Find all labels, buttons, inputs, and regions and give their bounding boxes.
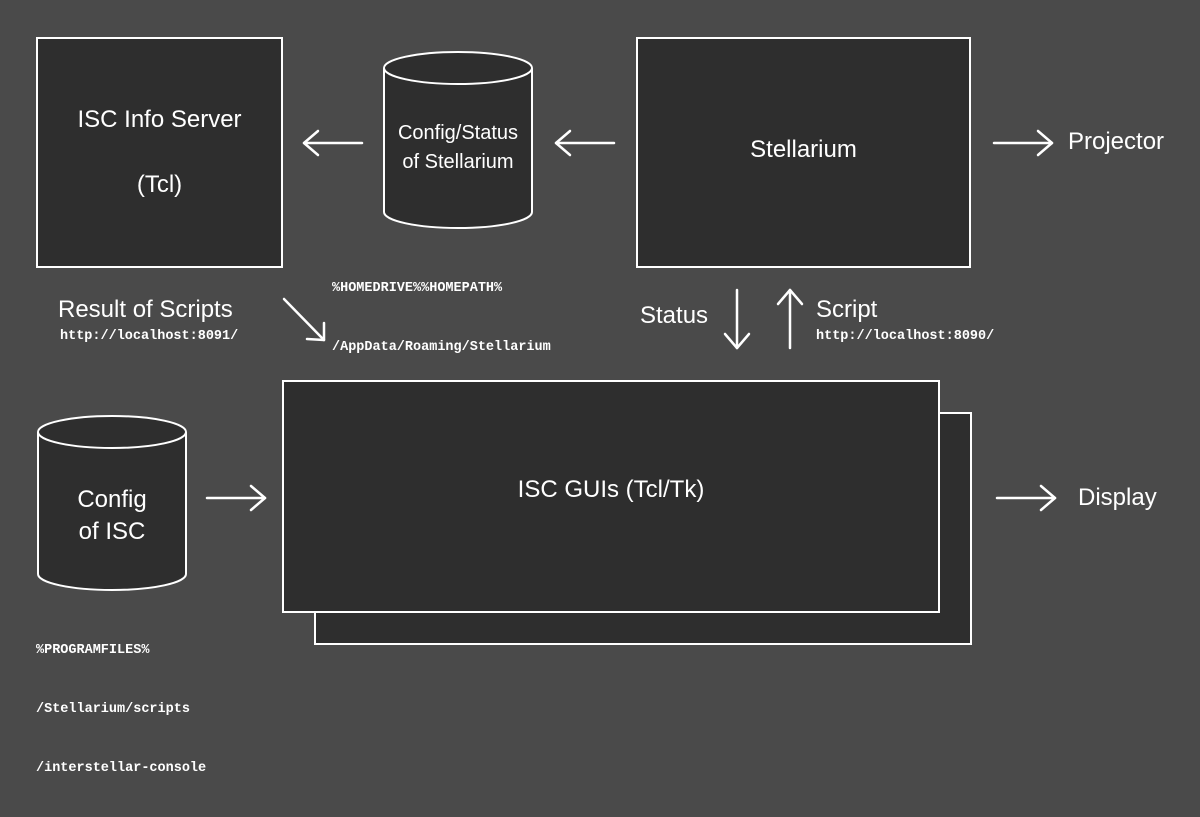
arrow-script-up (776, 288, 804, 350)
arrow-stellarium-to-config (554, 129, 616, 157)
diagram-canvas: ISC Info Server (Tcl) Stellarium ISC GUI… (36, 37, 1165, 776)
isc-guis-box: ISC GUIs (Tcl/Tk) (282, 380, 940, 613)
info-server-subtitle: (Tcl) (136, 170, 183, 198)
info-server-title: ISC Info Server (77, 105, 242, 133)
stellarium-config-path-line1: %HOMEDRIVE%%HOMEPATH% (332, 281, 503, 297)
info-server-label: ISC Info Server (Tcl) (77, 72, 241, 234)
config-status-cylinder (383, 51, 533, 229)
info-server-box: ISC Info Server (Tcl) (36, 37, 283, 268)
config-isc-label: Config of ISC (38, 474, 186, 558)
config-status-line1: Config/Status (397, 122, 519, 144)
script-url: http://localhost:8090/ (816, 329, 995, 344)
isc-config-path-line2: /Stellarium/scripts (36, 701, 190, 717)
arrow-result-diagonal (282, 297, 326, 342)
result-of-scripts-label: Result of Scripts (58, 296, 233, 323)
config-isc-cylinder (37, 415, 187, 591)
status-label: Status (640, 302, 709, 329)
arrow-status-down (723, 288, 751, 350)
result-url: http://localhost:8091/ (60, 329, 239, 344)
isc-config-path-line1: %PROGRAMFILES% (36, 643, 150, 659)
stellarium-label: Stellarium (750, 136, 857, 164)
config-status-label: Config/Status of Stellarium (384, 108, 532, 188)
projector-label: Projector (1068, 128, 1165, 155)
script-label: Script (816, 296, 878, 323)
arrow-config-to-infoserver (302, 129, 364, 157)
diagram-shapes (37, 51, 1057, 591)
config-isc-line2: of ISC (78, 518, 146, 545)
isc-guis-label: ISC GUIs (Tcl/Tk) (517, 476, 705, 504)
arrow-to-display (995, 484, 1057, 512)
stellarium-config-path: %HOMEDRIVE%%HOMEPATH% /AppData/Roaming/S… (332, 240, 551, 397)
config-status-line2: of Stellarium (402, 151, 514, 173)
display-label: Display (1078, 484, 1157, 511)
arrow-to-projector (992, 129, 1054, 157)
isc-config-path-line3: /interstellar-console (36, 760, 207, 776)
isc-config-path: %PROGRAMFILES% /Stellarium/scripts /inte… (36, 602, 206, 817)
arrow-config-to-guis (205, 484, 267, 512)
stellarium-config-path-line2: /AppData/Roaming/Stellarium (332, 339, 551, 355)
stellarium-box: Stellarium (636, 37, 971, 268)
config-isc-line1: Config (77, 485, 147, 513)
